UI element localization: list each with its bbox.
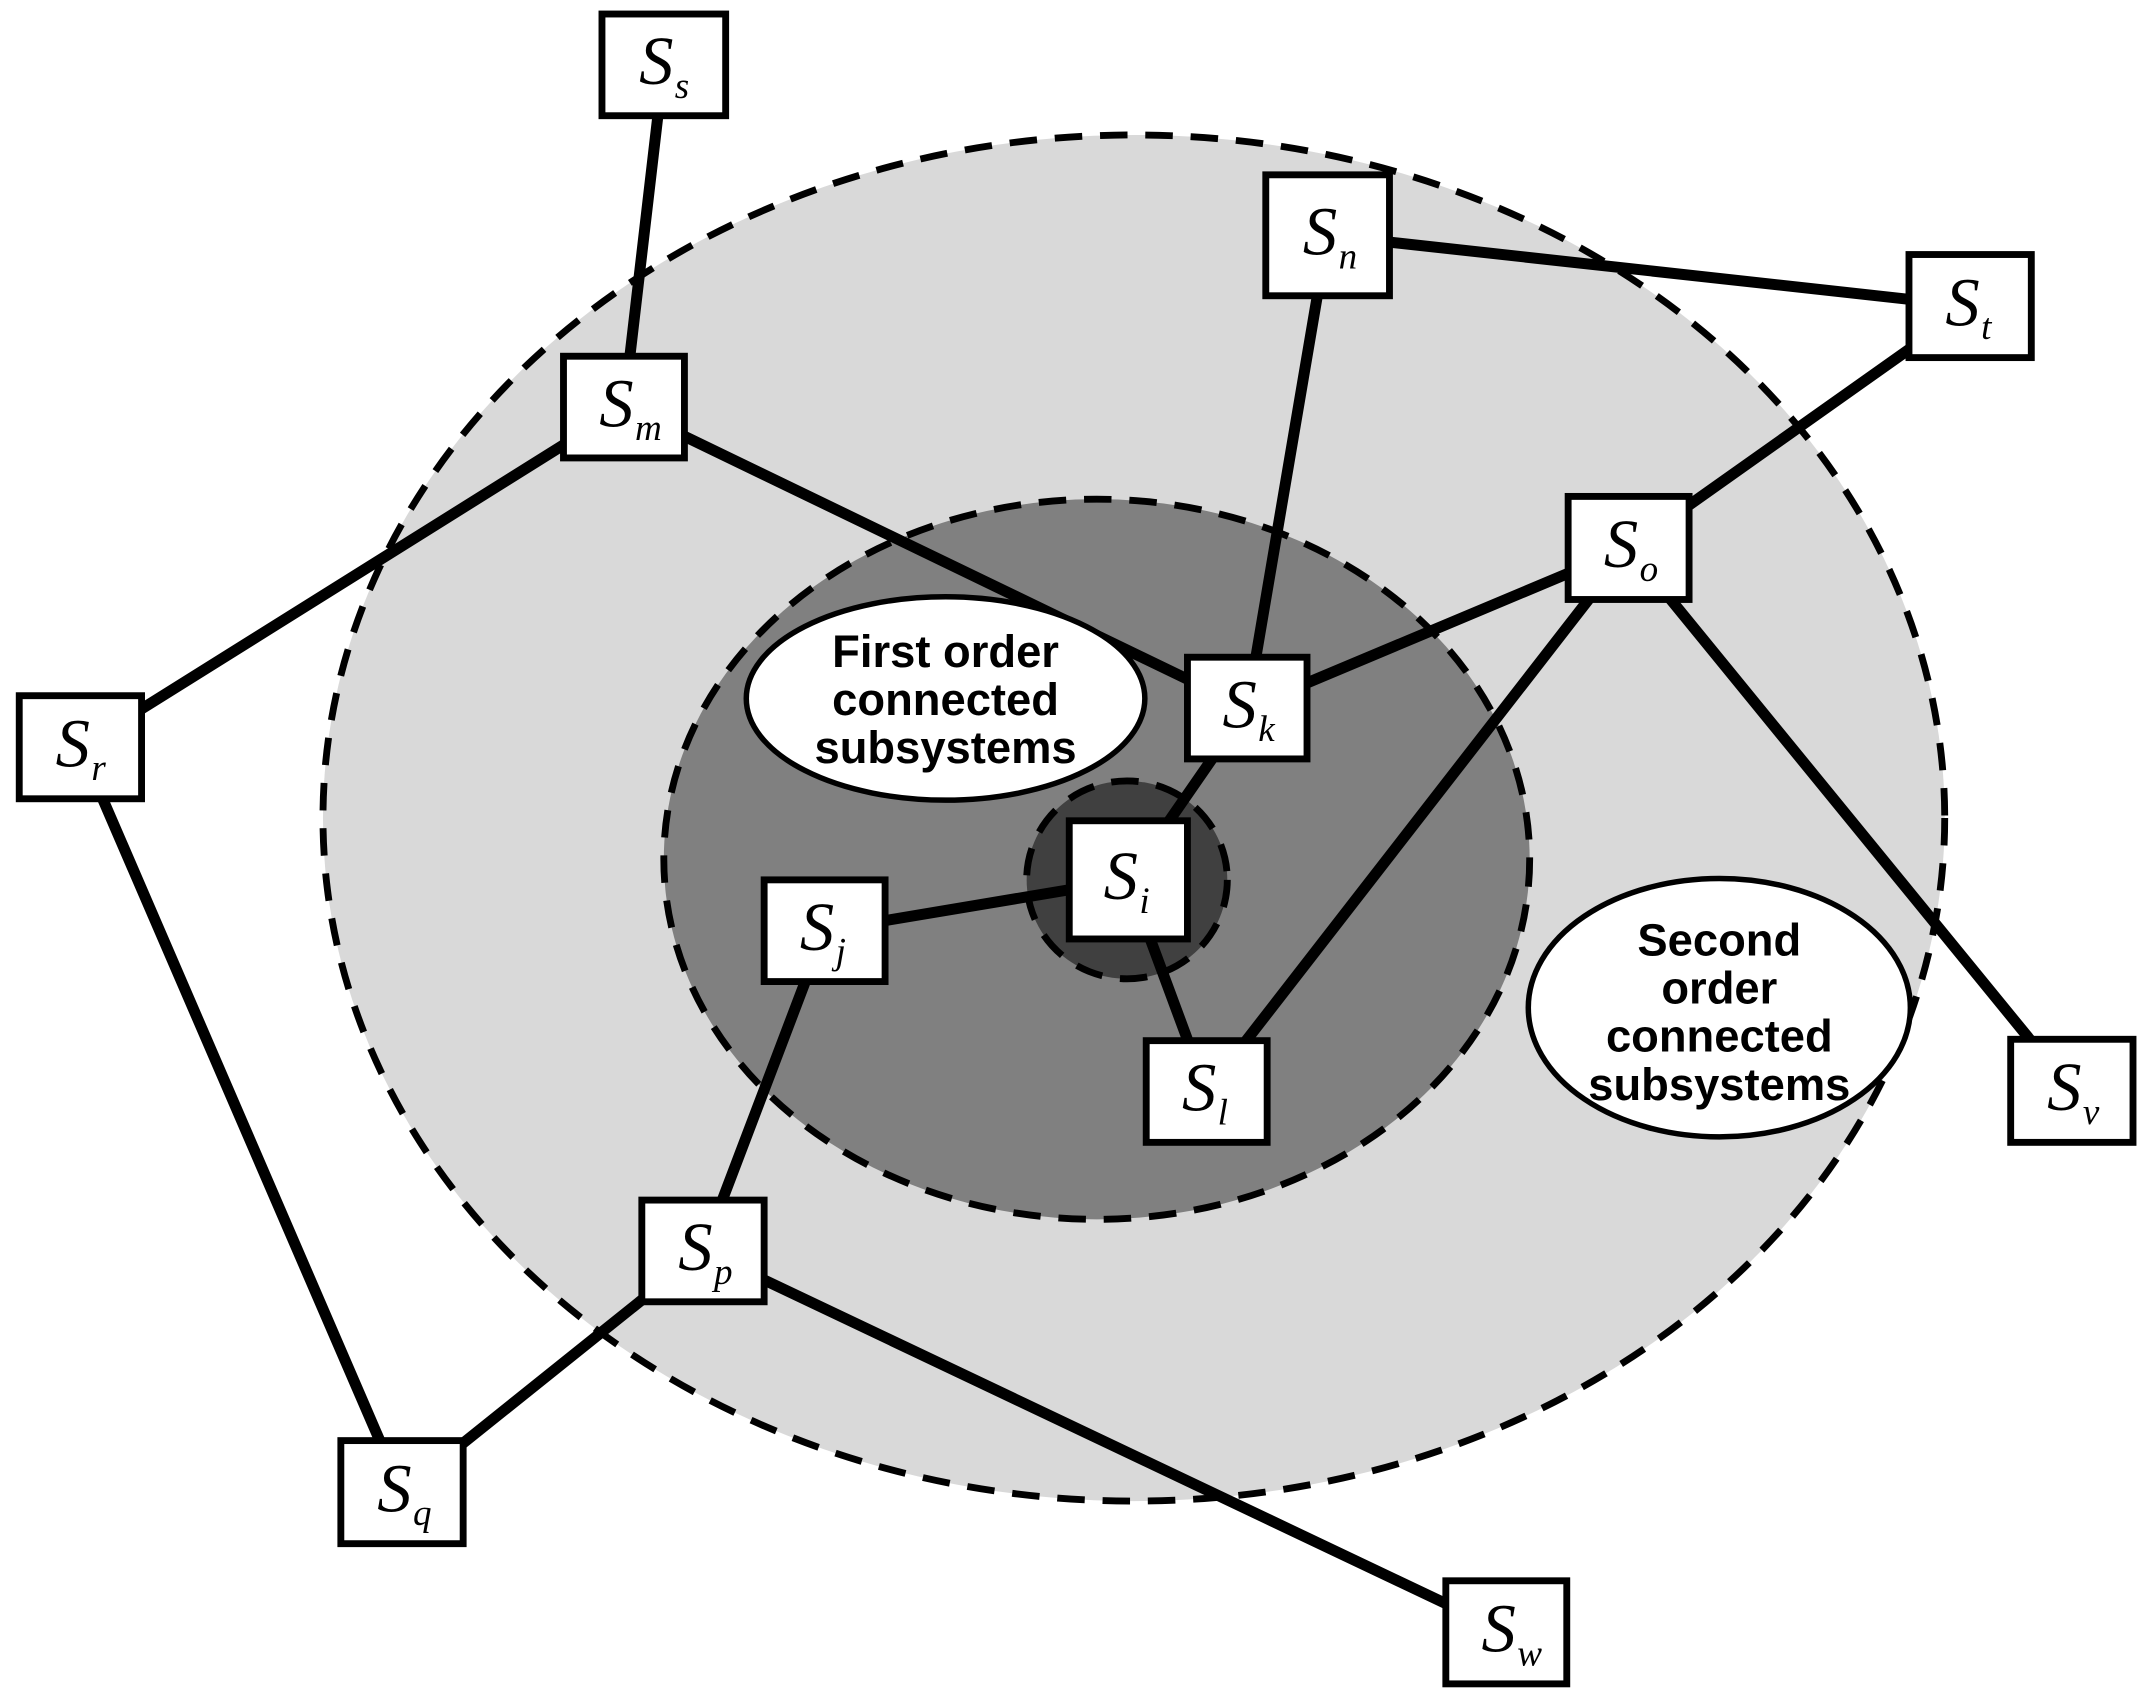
first-order-label: First order connected subsystems xyxy=(743,593,1148,803)
node-letter: S xyxy=(678,1209,712,1285)
second-order-label-line-1: Second xyxy=(1637,914,1801,965)
edge-m-r xyxy=(74,401,630,753)
edge-o-v xyxy=(1623,542,2078,1097)
node-box xyxy=(1262,171,1393,300)
edge-s-m xyxy=(618,59,670,413)
node-box xyxy=(1184,653,1311,763)
second-order-label-line-2: order xyxy=(1661,963,1777,1014)
edge-m-k xyxy=(618,401,1253,714)
node-subscript: r xyxy=(91,748,106,789)
node-subscript: n xyxy=(1339,236,1358,277)
node-box xyxy=(1442,1577,1571,1688)
node-subscript: j xyxy=(832,932,846,973)
node-box xyxy=(1905,251,2035,362)
node-box xyxy=(1142,1037,1271,1146)
node-subscript: s xyxy=(675,66,689,107)
node-subscript: t xyxy=(1981,307,1993,348)
node-letter: S xyxy=(2047,1049,2081,1125)
node-subscript: p xyxy=(711,1252,733,1293)
second-order-label-ellipse xyxy=(1525,875,1914,1140)
node-box xyxy=(598,10,730,120)
node-subscript: q xyxy=(413,1493,432,1534)
first-order-label-line-3: subsystems xyxy=(814,722,1076,773)
node-subscript: k xyxy=(1258,709,1275,750)
node-letter: S xyxy=(1482,1591,1516,1667)
node-box xyxy=(2007,1035,2137,1146)
node-letter: S xyxy=(599,365,633,441)
first-order-label-ellipse xyxy=(743,593,1148,803)
second-order-label-line-3: connected xyxy=(1606,1011,1833,1062)
edge-n-t xyxy=(1322,229,1976,312)
first-order-label-line-1: First order xyxy=(832,626,1059,677)
node-subscript: w xyxy=(1517,1633,1542,1674)
node-box xyxy=(638,1196,768,1306)
node-box xyxy=(1065,817,1191,943)
second-order-label: Second order connected subsystems xyxy=(1525,875,1914,1140)
edge-p-w xyxy=(697,1245,1512,1638)
node-letter: S xyxy=(800,889,834,965)
node-letter: S xyxy=(1945,264,1979,340)
node-subscript: m xyxy=(635,408,662,449)
second-order-label-line-4: subsystems xyxy=(1588,1059,1850,1110)
node-subscript: l xyxy=(1218,1092,1228,1133)
node-letter: S xyxy=(1104,838,1138,914)
node-subscript: i xyxy=(1139,881,1149,922)
node-letter: S xyxy=(377,1450,411,1526)
node-letter: S xyxy=(1303,194,1337,270)
node-box xyxy=(760,876,889,985)
node-letter: S xyxy=(1604,506,1638,582)
edge-n-k xyxy=(1241,229,1334,714)
node-box xyxy=(337,1437,467,1548)
node-letter: S xyxy=(1222,666,1256,742)
node-letter: S xyxy=(56,705,90,781)
node-letter: S xyxy=(1182,1050,1216,1126)
edge-r-q xyxy=(74,741,408,1498)
node-box xyxy=(15,692,145,803)
connection-lines xyxy=(74,59,2078,1638)
node-subscript: v xyxy=(2083,1092,2100,1133)
edge-o-l xyxy=(1201,542,1635,1098)
node-subscript: o xyxy=(1640,549,1659,590)
first-order-label-line-2: connected xyxy=(832,674,1059,725)
node-letter: S xyxy=(639,23,673,99)
node-box xyxy=(560,352,688,462)
node-box xyxy=(1564,492,1693,603)
